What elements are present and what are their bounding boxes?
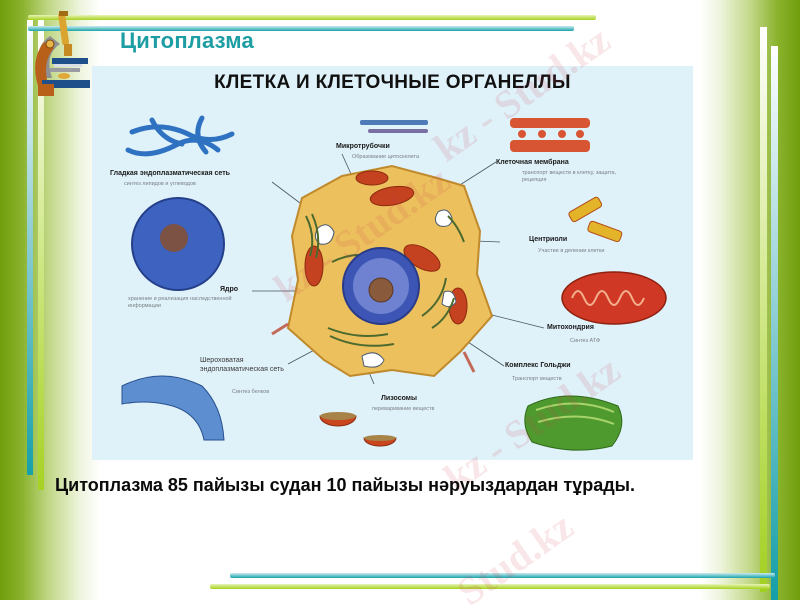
left-teal-bar [27, 20, 33, 475]
cell-organelles-poster: КЛЕТКА И КЛЕТОЧНЫЕ ОРГАНЕЛЛЫ [92, 66, 693, 460]
desc-rough-er: Синтез белков [232, 389, 270, 395]
right-green-border [700, 0, 800, 600]
bottom-lime-line [210, 584, 770, 589]
desc-cell-membrane: транспорт веществ в клетку, защита, реце… [522, 170, 617, 183]
desc-microtubules: Образование цитоскелета [352, 154, 420, 160]
label-microtubules: Микротрубочки [336, 143, 390, 150]
label-mitochondria: Митохондрия [547, 324, 594, 331]
label-nucleus: Ядро [220, 286, 239, 293]
left-green-border [0, 0, 100, 600]
right-lime-bar [760, 27, 767, 592]
body-text: Цитоплазма 85 пайызы судан 10 пайызы нәр… [55, 475, 636, 495]
desc-mitochondria: Синтез АТФ [570, 338, 601, 344]
label-smooth-er: Гладкая эндоплазматическая сеть [110, 170, 230, 177]
label-centrioles: Центриоли [529, 236, 568, 243]
left-lime-bar [38, 20, 44, 490]
cell-diagram [121, 115, 667, 451]
label-cell-membrane: Клеточная мембрана [496, 159, 569, 166]
desc-centrioles: Участие в делении клетки [538, 248, 605, 254]
desc-nucleus: хранение и реализация наследственной инф… [128, 296, 232, 309]
poster-title: КЛЕТКА И КЛЕТОЧНЫЕ ОРГАНЕЛЛЫ [214, 72, 571, 93]
microscope-icon [35, 11, 90, 96]
label-rough-er: Шероховатая эндоплазматическая сеть [200, 357, 284, 373]
top-teal-line [28, 26, 574, 31]
top-lime-line [28, 15, 596, 20]
desc-lysosomes: переваривание веществ [372, 406, 435, 412]
desc-smooth-er: синтез липидов и углеводов [124, 181, 196, 187]
desc-golgi: Транспорт веществ [512, 376, 562, 382]
bottom-teal-line [230, 573, 775, 578]
label-lysosomes: Лизосомы [381, 395, 417, 402]
right-teal-bar [771, 46, 778, 600]
label-golgi: Комплекс Гольджи [505, 362, 571, 369]
watermark: Stud.kz [448, 502, 582, 615]
slide-title: Цитоплазма [120, 28, 254, 53]
